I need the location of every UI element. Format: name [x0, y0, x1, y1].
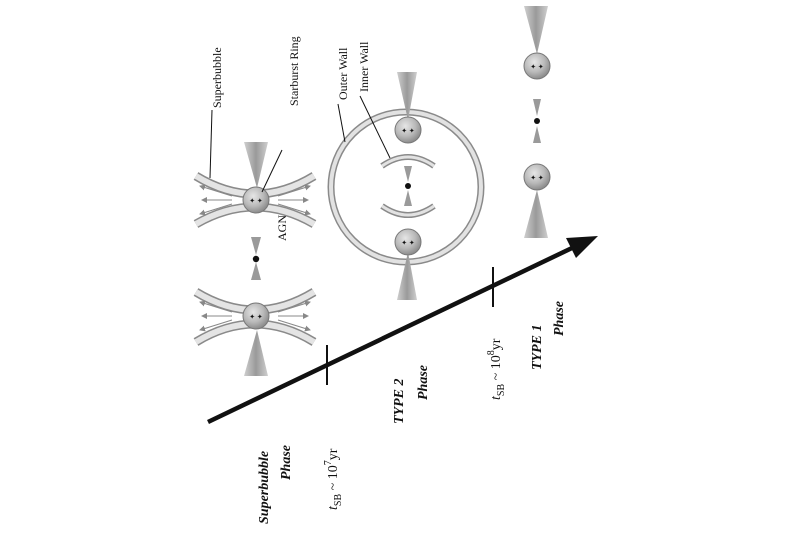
type2-ball-upper	[394, 116, 422, 144]
type2-cone-upper	[397, 72, 417, 120]
time-arrow	[207, 236, 598, 425]
type1-illustration: ✦ ✦ ✦ ✦	[523, 6, 551, 238]
time-arrow-head	[566, 236, 598, 258]
starburst-ring-label: Starburst Ring	[287, 36, 301, 106]
type1-agn-cone-lower	[533, 126, 541, 143]
starburst-ball-upper	[242, 186, 270, 214]
phase-label-type2-line2: Phase	[416, 365, 431, 400]
ball-sparkle: ✦ ✦	[249, 197, 263, 205]
type1-cone-upper	[524, 6, 548, 54]
outer-wall-leader	[337, 103, 346, 143]
type2-agn-dot	[405, 183, 411, 189]
outer-wall-label: Outer Wall	[336, 47, 350, 100]
agn-dot	[252, 255, 260, 263]
starburst-leader	[261, 149, 283, 193]
type1-agn-cone-upper	[533, 99, 541, 116]
phase-label-type2-line1: TYPE 2	[392, 379, 407, 425]
time-label-1e8: tSB ~ 108yr	[486, 338, 507, 400]
agn-label: AGN	[275, 215, 289, 241]
phase-label-type1-line1: TYPE 1	[530, 325, 545, 371]
type1-cone-lower	[524, 190, 548, 238]
phase-label-superbubble-line1: Superbubble	[257, 451, 272, 524]
superbubble-cone-lower	[244, 330, 268, 376]
superbubble-cone-upper	[244, 142, 268, 188]
time-label-1e7: tSB ~ 107yr	[323, 448, 344, 510]
type2-agn-cone-upper	[404, 166, 412, 182]
starburst-ball-lower	[242, 302, 270, 330]
time-arrow-shaft	[207, 245, 573, 425]
type2-illustration: ✦ ✦ ✦ ✦ Outer Wall Inner Wall	[327, 41, 485, 300]
phase-label-type1-line2: Phase	[552, 301, 567, 336]
agn-cone-lower	[251, 262, 261, 280]
superbubble-illustration: ✦ ✦ ✦ ✦ Superbubble Starburst Ring AGN	[193, 36, 317, 376]
phase-label-superbubble-line2: Phase	[279, 445, 294, 480]
svg-text:✦ ✦: ✦ ✦	[401, 127, 415, 135]
type2-agn-cone-lower	[404, 190, 412, 206]
type2-ball-lower	[394, 228, 422, 256]
inner-wall-leader	[359, 95, 391, 159]
svg-text:✦ ✦: ✦ ✦	[530, 63, 544, 71]
ball-sparkle: ✦ ✦	[249, 313, 263, 321]
svg-text:✦ ✦: ✦ ✦	[401, 239, 415, 247]
svg-text:✦ ✦: ✦ ✦	[530, 174, 544, 182]
superbubble-leader	[209, 109, 213, 179]
type1-agn-dot	[534, 118, 540, 124]
type2-cone-lower	[397, 252, 417, 300]
agn-cone-upper	[251, 237, 261, 255]
type1-ball-upper	[523, 52, 551, 80]
superbubble-label: Superbubble	[210, 47, 224, 108]
inner-wall-label: Inner Wall	[357, 41, 371, 92]
